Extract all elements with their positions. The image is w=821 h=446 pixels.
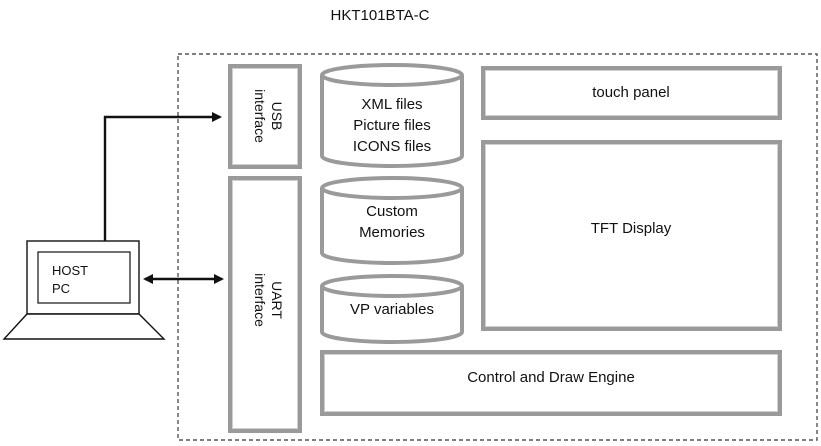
vp-variables-cylinder: VP variables [320,274,464,344]
control-draw-engine-box [320,350,782,416]
control-draw-engine-label: Control and Draw Engine [467,369,635,386]
tft-display-label: TFT Display [591,220,672,237]
files-storage-line2: Picture files [353,117,431,134]
diagram-title: HKT101BTA-C [331,7,430,24]
host-pc-icon: HOST PC [2,240,166,340]
host-label-line2: PC [52,281,70,296]
usb-interface-label-line2: interface [252,89,268,143]
touch-panel-label: touch panel [592,84,670,101]
tft-display-box [481,140,782,331]
host-screen [37,251,131,304]
uart-interface-box [228,176,302,433]
files-storage-line1: XML files [361,96,422,113]
uart-interface-label-line1: UART [269,281,285,319]
vp-variables-label: VP variables [350,301,434,318]
custom-memories-line2: Memories [359,224,425,241]
custom-memories-line1: Custom [366,203,418,220]
usb-interface-label-line1: USB [269,102,285,131]
custom-memories-cylinder: Custom Memories [320,176,464,265]
usb-interface-box [228,64,302,169]
module-boundary [177,53,818,441]
uart-interface-label-line2: interface [252,273,268,327]
host-label-line1: HOST [52,263,88,278]
files-storage-line3: ICONS files [353,138,431,155]
files-storage-cylinder: XML files Picture files ICONS files [320,63,464,168]
touch-panel-box [481,66,782,120]
host-keyboard-base [2,313,166,340]
usb-connection-arrow [103,112,222,241]
